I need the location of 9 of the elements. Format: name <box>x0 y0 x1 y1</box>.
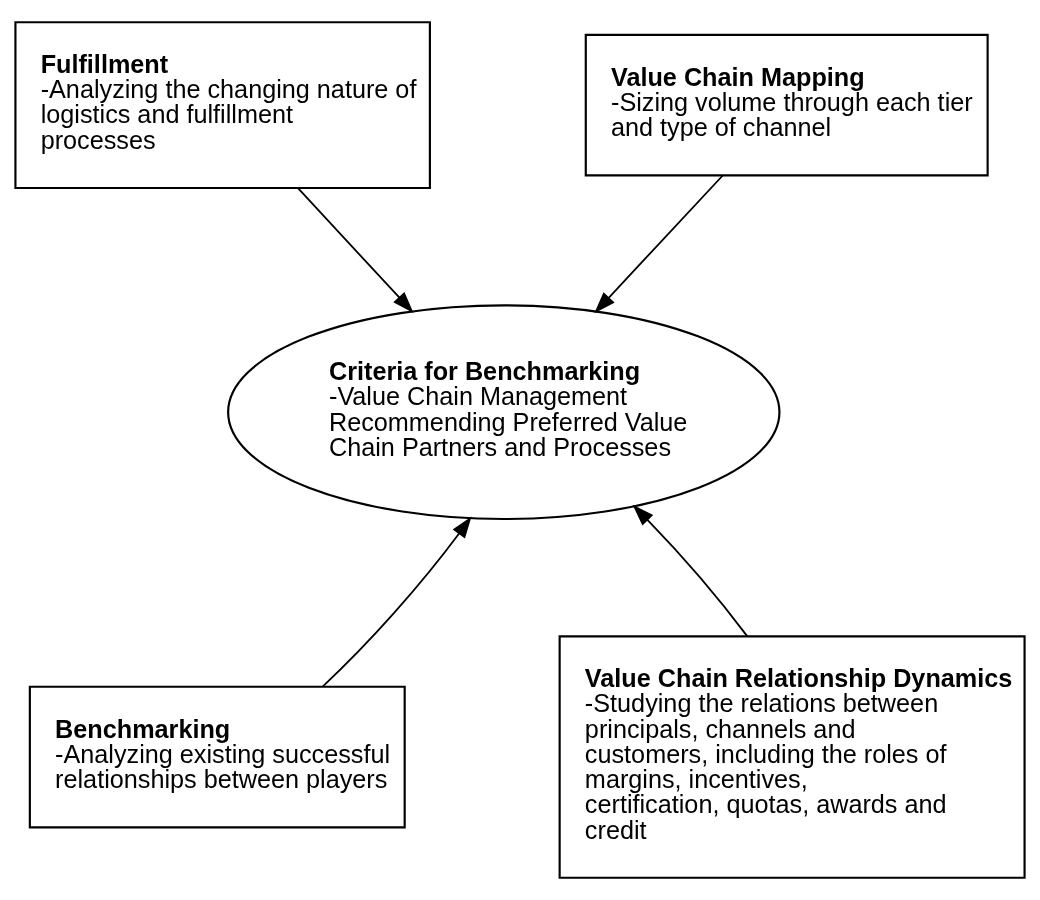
node-ellipse: Criteria for Benchmarking -Value Chain Management Recommending Preferred Value Chain Partners and Processes <box>227 304 781 521</box>
arrow <box>594 174 724 314</box>
arrow <box>297 187 414 313</box>
arrow <box>322 516 472 688</box>
node-box: Value Chain Mapping -Sizing volume through each tier and type of channel <box>584 33 989 177</box>
node-box: Benchmarking -Analyzing existing successful relationships between players <box>28 685 406 829</box>
arrow <box>632 504 749 638</box>
node-box: Fulfillment -Analyzing the changing nature of logistics and fulfillment processes <box>14 21 431 190</box>
node-box: Value Chain Relationship Dynamics -Studying the relations between principals, channels and customers, including the roles of margins, incentives, certification, quotas, awards and credit <box>558 635 1026 879</box>
